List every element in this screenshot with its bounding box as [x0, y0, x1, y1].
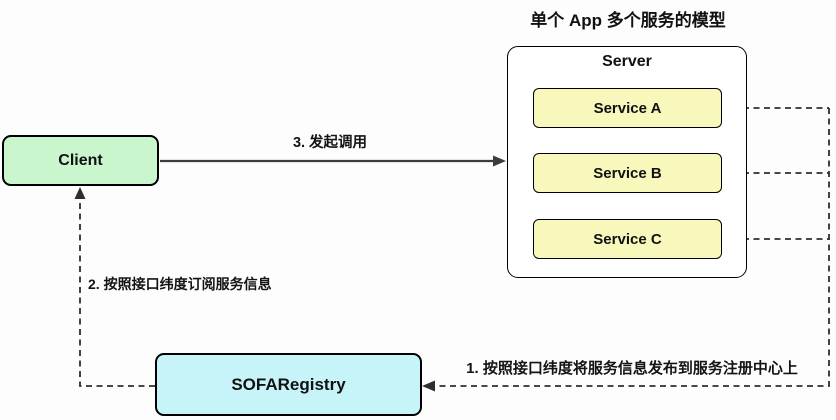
registry-node: SOFARegistry: [155, 353, 422, 416]
subscribe-arrow-label: 2. 按照接口纬度订阅服务信息: [88, 276, 272, 292]
client-label: Client: [58, 151, 103, 169]
subscribe-arrowhead: [74, 187, 86, 199]
server-label: Server: [602, 53, 652, 70]
service-node-c: Service C: [533, 219, 722, 259]
service-b-label: Service B: [593, 164, 662, 182]
publish-arrow-label: 1. 按照接口纬度将服务信息发布到服务注册中心上: [466, 360, 798, 377]
registry-label: SOFARegistry: [231, 374, 346, 394]
diagram-title: 单个 App 多个服务的模型: [530, 11, 726, 30]
client-node: Client: [2, 135, 159, 186]
service-node-a: Service A: [533, 88, 722, 128]
publish-arrowhead: [422, 380, 435, 392]
service-node-b: Service B: [533, 153, 722, 193]
invoke-arrowhead: [493, 155, 506, 167]
invoke-arrow-label: 3. 发起调用: [292, 135, 368, 151]
service-a-label: Service A: [593, 99, 662, 117]
service-c-label: Service C: [593, 230, 662, 248]
